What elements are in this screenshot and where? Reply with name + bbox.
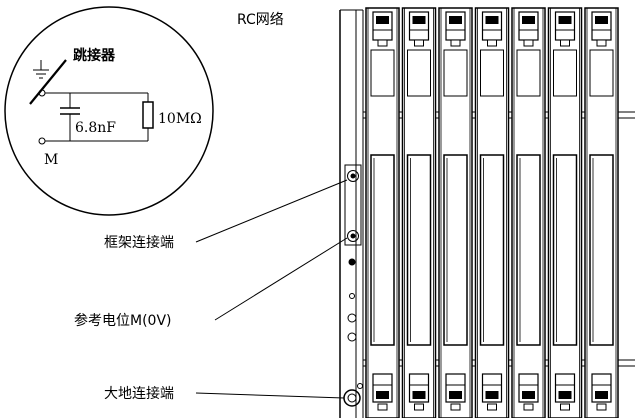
- m-label: M: [44, 152, 58, 168]
- module: [584, 7, 619, 418]
- module-label-panel: [589, 154, 614, 346]
- jumper-line: [29, 59, 67, 105]
- module-label-panel: [370, 154, 395, 346]
- leader-lines: [195, 179, 348, 399]
- ground-icon: [33, 60, 49, 79]
- earth-terminal-label: 大地连接端: [104, 385, 174, 402]
- module: [401, 7, 437, 418]
- module-label-panel: [406, 154, 432, 346]
- earth-terminal: [343, 383, 363, 407]
- m-terminal-dot: [38, 137, 46, 145]
- module: [511, 7, 546, 418]
- rc-network-label: RC网络: [237, 12, 284, 28]
- module-label-panel: [552, 154, 578, 346]
- reference-terminal: [347, 313, 357, 323]
- module-label-panel: [443, 154, 468, 346]
- resistor-symbol: [142, 101, 154, 129]
- rack-terminal-label: 框架连接端: [104, 234, 174, 251]
- module-label-panel: [479, 154, 505, 346]
- reference-leader: [214, 237, 348, 321]
- reference-point-dot: [348, 258, 356, 266]
- module-label-panel: [516, 154, 541, 346]
- earth-terminal-leader: [195, 392, 345, 399]
- frame-terminal: [347, 170, 359, 182]
- rc-inset: 跳接器 6.8nF 10MΩ M: [4, 6, 214, 216]
- rack: [339, 7, 635, 418]
- module: [474, 7, 510, 418]
- capacitor-label: 6.8nF: [75, 120, 116, 136]
- jumper-label: 跳接器: [73, 47, 116, 64]
- resistor-label: 10MΩ: [158, 111, 202, 127]
- inset-circle: [4, 6, 214, 216]
- rack-terminal-leader: [195, 179, 348, 243]
- module: [547, 7, 583, 418]
- reference-potential-label: 参考电位M(0V): [74, 312, 172, 329]
- module: [438, 7, 473, 418]
- module: [365, 7, 400, 418]
- module-group: [365, 7, 619, 418]
- rack-terminal: [347, 230, 359, 242]
